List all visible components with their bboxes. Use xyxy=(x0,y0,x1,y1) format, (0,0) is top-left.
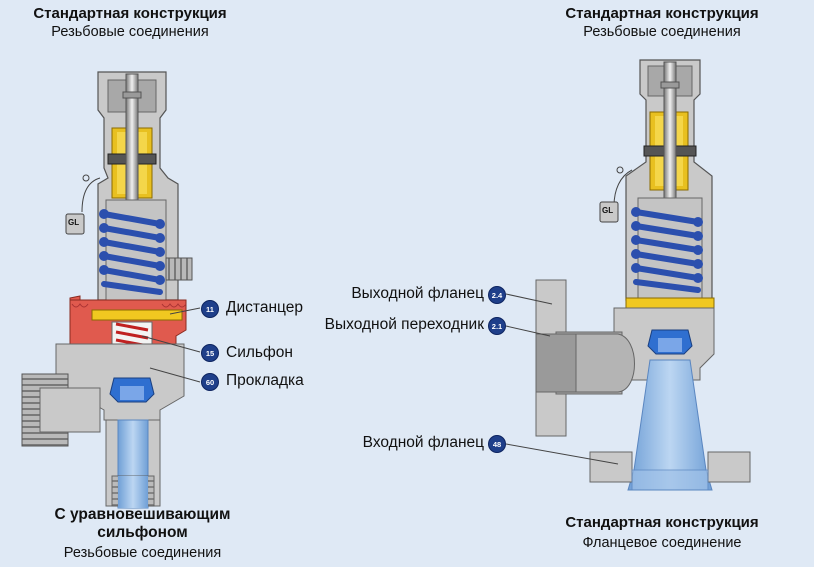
right-top-title: Стандартная конструкция xyxy=(565,5,759,22)
left-bottom-title-line1: С уравновешивающим xyxy=(54,506,231,523)
right-valve xyxy=(535,59,751,491)
gl-tag-right-text: GL xyxy=(602,206,614,215)
gl-tag-right xyxy=(599,201,619,223)
left-bottom-subtitle: Резьбовые соединения xyxy=(63,545,222,561)
leader-spacer xyxy=(169,307,201,315)
leader-bellows xyxy=(141,335,201,353)
leader-outlet-flange xyxy=(505,293,553,305)
label-bellows: Сильфон xyxy=(226,344,293,361)
right-bottom-title: Стандартная конструкция xyxy=(565,514,759,531)
badge-gasket: 60 xyxy=(201,373,219,391)
left-bottom-title-line2: сильфоном xyxy=(97,524,188,541)
left-top-subtitle: Резьбовые соединения xyxy=(51,24,209,40)
badge-inlet-flange: 48 xyxy=(488,435,506,453)
label-spacer: Дистанцер xyxy=(226,299,303,316)
label-outlet-adapter: Выходной переходник xyxy=(324,316,484,333)
left-valve xyxy=(21,71,193,509)
badge-bellows: 15 xyxy=(201,344,219,362)
leader-inlet-flange xyxy=(505,443,619,465)
label-inlet-flange: Входной фланец xyxy=(362,434,484,451)
gl-tag-left xyxy=(65,213,85,235)
badge-outlet-adapter: 2.1 xyxy=(488,317,506,335)
label-outlet-flange: Выходной фланец xyxy=(351,285,484,302)
gl-tag-left-text: GL xyxy=(68,218,80,227)
right-bottom-subtitle: Фланцевое соединение xyxy=(582,535,742,551)
badge-spacer: 11 xyxy=(201,300,219,318)
leader-gasket xyxy=(149,367,201,383)
label-gasket: Прокладка xyxy=(226,372,304,389)
leader-outlet-adapter xyxy=(505,325,551,337)
badge-outlet-flange: 2.4 xyxy=(488,286,506,304)
right-top-subtitle: Резьбовые соединения xyxy=(583,24,741,40)
left-top-title: Стандартная конструкция xyxy=(33,5,227,22)
